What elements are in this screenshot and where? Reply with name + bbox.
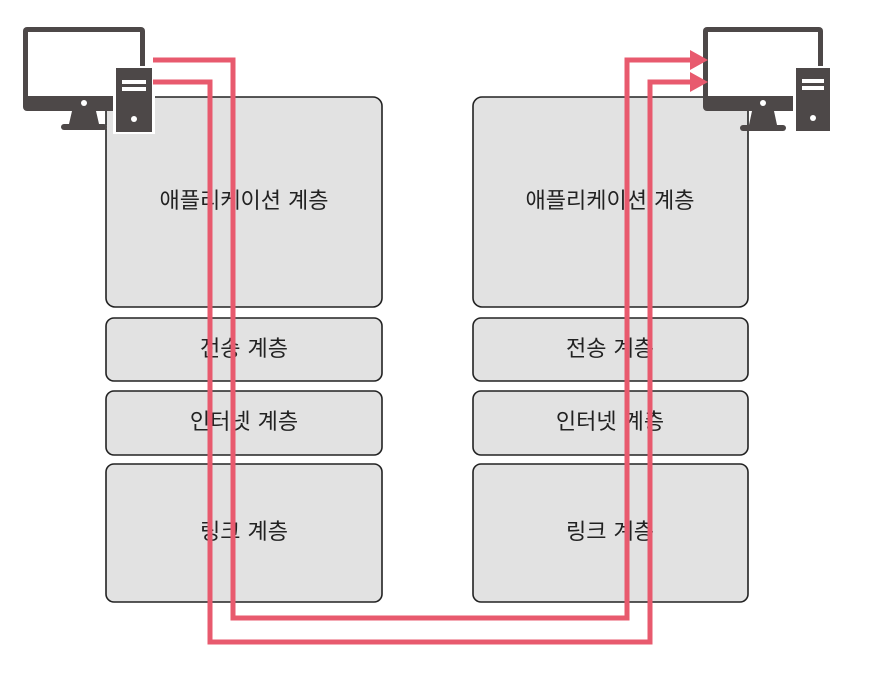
- left-internet-layer: [105, 390, 383, 456]
- left-application-layer-label: 애플리케이션 계층: [160, 189, 329, 214]
- left-transport-layer-label: 전송 계층: [200, 337, 288, 362]
- arrow-head-icon: [690, 72, 708, 92]
- left-transport-layer: [105, 317, 383, 382]
- right-link-layer-label: 링크 계층: [566, 520, 654, 545]
- right-application-layer-label: 애플리케이션 계층: [526, 189, 695, 214]
- left-internet-layer-label: 인터넷 계층: [190, 410, 298, 435]
- right-internet-layer: [472, 390, 749, 456]
- outer-data-path: [153, 57, 692, 621]
- right-internet-layer-label: 인터넷 계층: [556, 410, 664, 435]
- right-link-layer: [472, 463, 749, 603]
- inner-data-path: [153, 79, 692, 645]
- right-application-layer: [472, 96, 749, 308]
- arrow-head-icon: [690, 50, 708, 70]
- left-link-layer: [105, 463, 383, 603]
- right-layer-stack: 애플리케이션 계층 전송 계층 인터넷 계층 링크 계층: [472, 96, 749, 603]
- left-application-layer: [105, 96, 383, 308]
- left-layer-stack: 애플리케이션 계층 전송 계층 인터넷 계층 링크 계층: [105, 96, 383, 603]
- right-transport-layer-label: 전송 계층: [566, 337, 654, 362]
- left-link-layer-label: 링크 계층: [200, 520, 288, 545]
- right-transport-layer: [472, 317, 749, 382]
- desktop-computer-icon: [703, 27, 833, 134]
- desktop-computer-icon: [23, 27, 155, 134]
